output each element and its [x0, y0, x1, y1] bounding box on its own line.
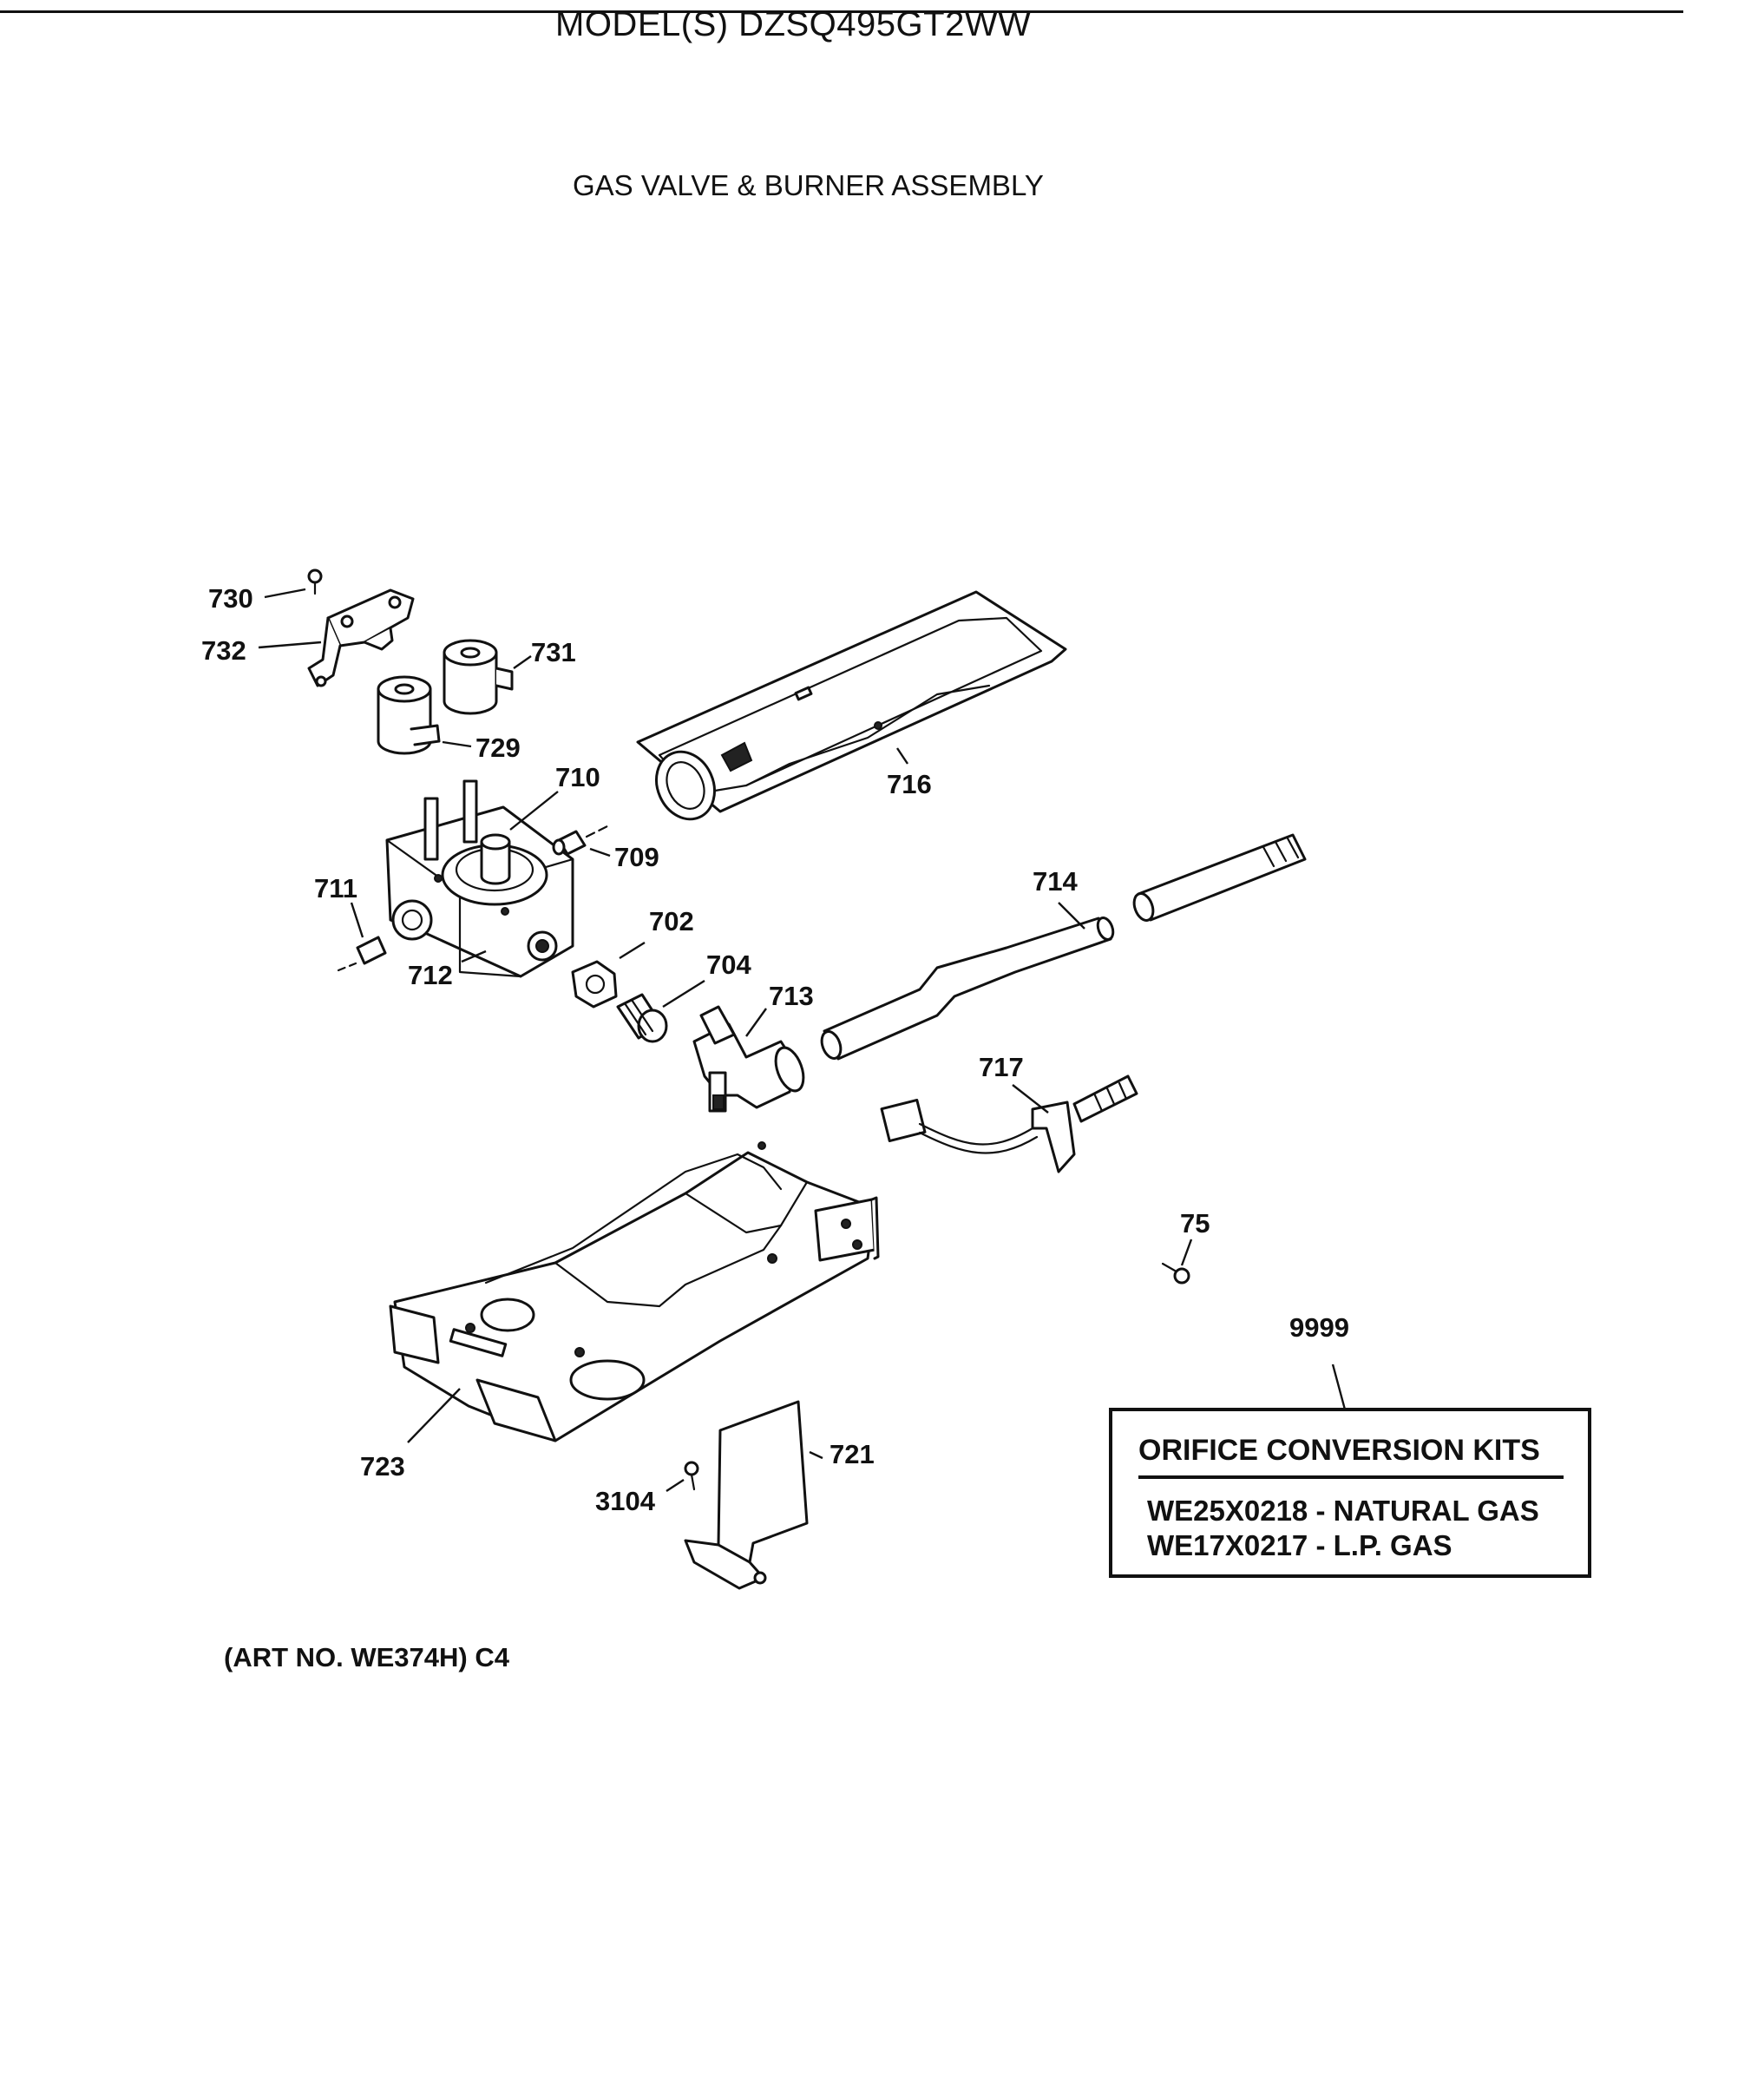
part-75-screw — [1161, 1262, 1190, 1285]
part-732-bracket — [307, 588, 415, 687]
callout-731: 731 — [531, 637, 576, 667]
part-702-nut — [571, 960, 618, 1009]
part-711-plug — [337, 936, 387, 972]
callout-712: 712 — [408, 960, 453, 990]
diagram-subtitle: GAS VALVE & BURNER ASSEMBLY — [573, 169, 1044, 201]
orifice-conversion-kits-box: ORIFICE CONVERSION KITS WE25X0218 - NATU… — [1109, 1408, 1591, 1578]
kits-title: ORIFICE CONVERSION KITS — [1138, 1434, 1540, 1467]
kit-natural-gas: WE25X0218 - NATURAL GAS — [1147, 1495, 1539, 1527]
part-730-screw — [307, 568, 323, 595]
model-title: MODEL(S) DZSQ495GT2WW — [555, 5, 1032, 43]
header-rule — [0, 10, 1683, 13]
part-731-coil — [443, 639, 514, 715]
part-723-burner-bracket — [389, 1141, 880, 1442]
part-729-coil — [377, 675, 441, 755]
callout-702: 702 — [649, 906, 694, 936]
callout-729: 729 — [475, 733, 521, 763]
callout-710: 710 — [555, 762, 600, 792]
callout-717: 717 — [979, 1052, 1024, 1082]
callout-714: 714 — [1033, 866, 1078, 897]
callout-9999: 9999 — [1289, 1312, 1349, 1343]
callout-723: 723 — [360, 1451, 405, 1482]
callout-704: 704 — [706, 950, 751, 980]
leader-lines — [258, 588, 1347, 1493]
part-721-shield — [684, 1400, 809, 1590]
part-3104-screw — [684, 1461, 699, 1491]
callout-716: 716 — [887, 769, 932, 799]
callout-711: 711 — [314, 873, 357, 904]
kits-title-underline — [1138, 1475, 1564, 1479]
part-716-burner-housing — [636, 590, 1067, 821]
part-709-fitting — [552, 825, 609, 856]
callout-730: 730 — [208, 583, 253, 614]
kit-lp-gas: WE17X0217 - L.P. GAS — [1147, 1529, 1453, 1561]
art-number: (ART NO. WE374H) C4 — [224, 1642, 509, 1672]
callout-709: 709 — [614, 842, 659, 872]
callout-75: 75 — [1180, 1208, 1210, 1239]
callout-721: 721 — [830, 1439, 875, 1469]
part-713-elbow-valve — [692, 1005, 805, 1113]
part-714-gas-tube — [820, 833, 1307, 1061]
callout-713: 713 — [769, 981, 814, 1011]
part-710-gas-valve — [385, 779, 574, 978]
callout-3104: 3104 — [595, 1486, 656, 1516]
callout-732: 732 — [201, 635, 246, 666]
part-717-igniter — [880, 1074, 1138, 1173]
part-704-orifice — [616, 993, 668, 1043]
